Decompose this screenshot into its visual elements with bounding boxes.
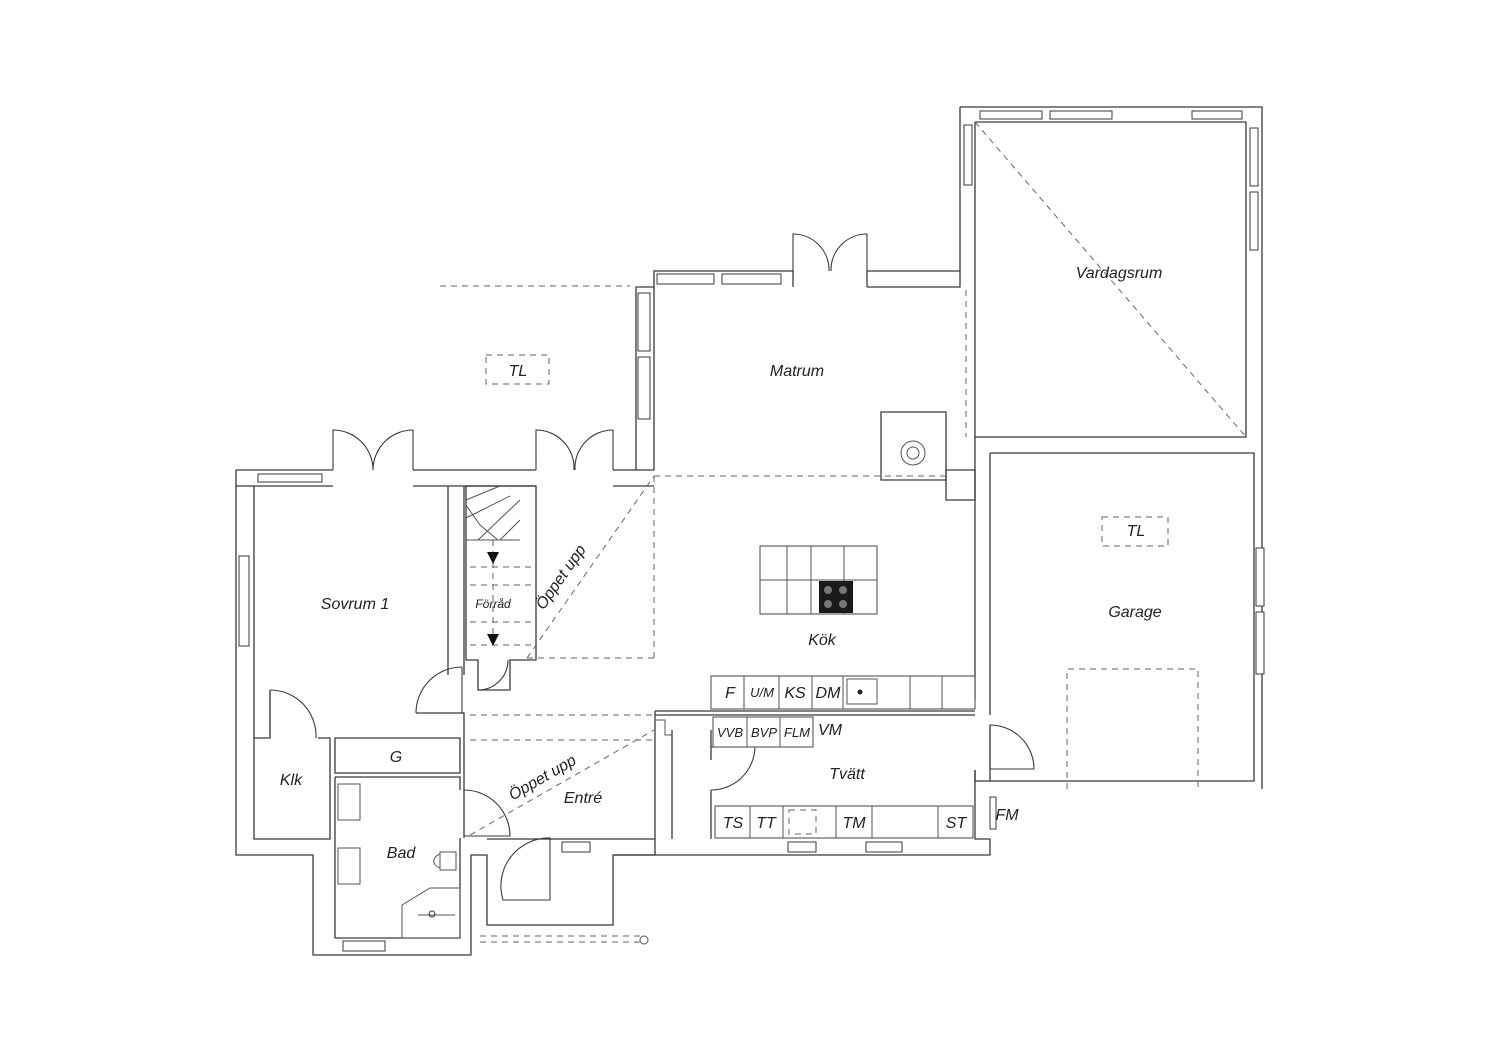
sink-icon [846, 678, 878, 705]
shower-icon [401, 887, 461, 939]
laundry-units [712, 716, 974, 839]
kitchen-counter [710, 675, 976, 710]
unit-label-tm: TM [842, 815, 866, 832]
kitchen-unit-labels: F U/M KS DM [725, 685, 841, 702]
room-labels: Vardagsrum Matrum Kök Sovrum 1 Förråd Ga… [280, 265, 1162, 862]
unit-label-tt: TT [756, 815, 777, 832]
room-label-garage: Garage [1108, 604, 1161, 621]
room-label-entre: Entré [564, 790, 602, 807]
sink-icon [337, 847, 361, 885]
room-label-sovrum1: Sovrum 1 [321, 596, 389, 613]
unit-label-bvp: BVP [751, 725, 777, 740]
sink-icon [337, 783, 361, 821]
tl-label: TL [509, 363, 528, 380]
laundry-sink-icon [788, 809, 817, 835]
room-label-tvatt: Tvätt [829, 766, 865, 783]
unit-label-f: F [725, 685, 736, 702]
walls [235, 106, 1263, 956]
room-label-matrum: Matrum [770, 363, 824, 380]
fm-label: FM [995, 807, 1019, 824]
toilet-icon [433, 851, 457, 871]
laundry-unit-labels: VVB BVP FLM TS TT TM ST [717, 725, 967, 832]
dashed-lines [440, 121, 1247, 943]
unit-label-ts: TS [723, 815, 744, 832]
room-label-g: G [390, 749, 402, 766]
unit-label-flm: FLM [784, 725, 810, 740]
room-label-kok: Kök [808, 632, 837, 649]
tl-label: TL [1127, 523, 1146, 540]
fireplace [900, 440, 926, 466]
unit-label-um: U/M [750, 685, 774, 700]
open-above-label: Öppet upp [532, 541, 590, 613]
unit-label-st: ST [946, 815, 968, 832]
bath-fixtures [337, 783, 461, 939]
marker-icon [639, 935, 649, 945]
staircase [465, 485, 532, 650]
fireplace-icon [900, 440, 926, 466]
room-label-bad: Bad [387, 845, 417, 862]
unit-label-dm: DM [816, 685, 842, 702]
vm-label: VM [818, 722, 843, 739]
stair-arrow-icon [487, 552, 499, 564]
unit-label-vvb: VVB [717, 725, 743, 740]
room-label-vardagsrum: Vardagsrum [1076, 265, 1163, 282]
stair-arrow-icon [487, 634, 499, 646]
doors [269, 233, 1035, 901]
room-label-klk: Klk [280, 772, 303, 789]
windows [238, 110, 1265, 952]
room-label-forrad: Förråd [475, 597, 511, 611]
kitchen-island [759, 545, 878, 615]
cooktop-icon [819, 581, 853, 613]
unit-label-ks: KS [784, 685, 806, 702]
